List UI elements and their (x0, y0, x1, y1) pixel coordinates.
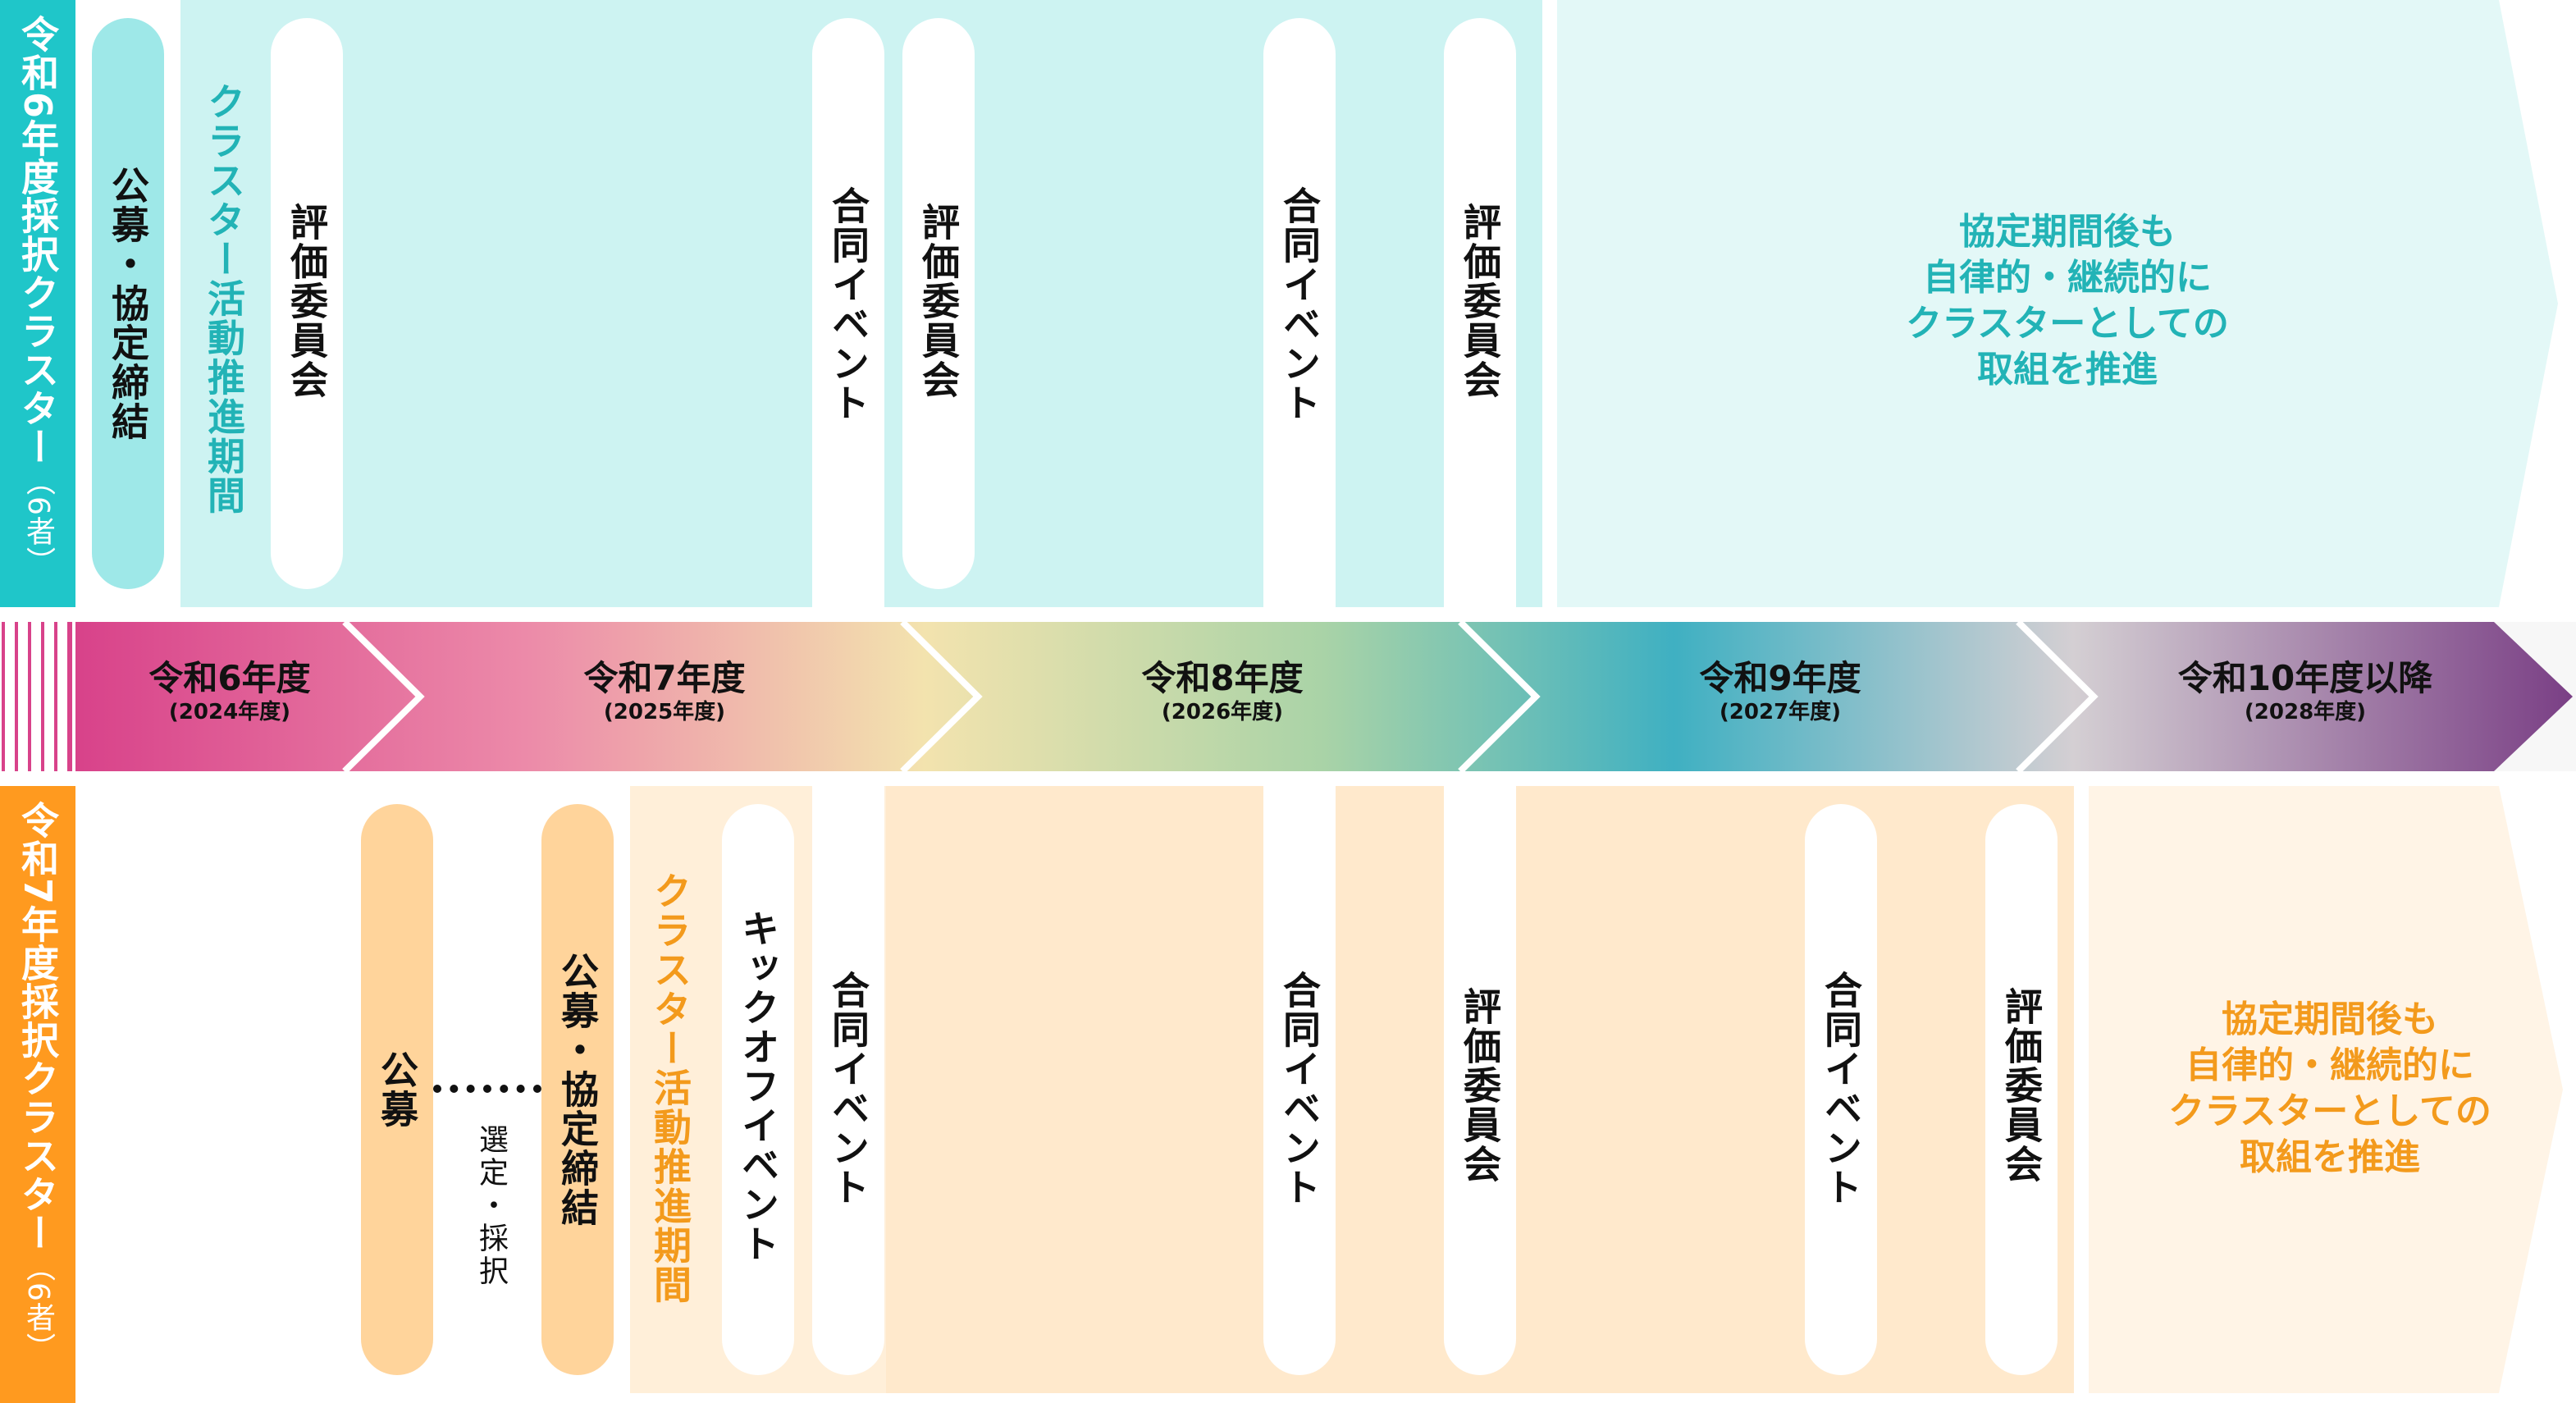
bottom-banner-count: （6者） (21, 1252, 55, 1363)
bottom-pill-application-agreement: 公募・協定締結 (541, 804, 614, 1375)
top-after-text: 協定期間後も 自律的・継続的に クラスターとしての 取組を推進 (1906, 211, 2229, 391)
year-2025: 令和7年度 (2025年度) (583, 658, 746, 724)
year-2028-onward: 令和10年度以降 (2028年度) (2177, 658, 2433, 724)
bottom-pill-application: 公募 (361, 804, 433, 1375)
bottom-cluster-banner: 令和7年度採択クラスター（6者） (0, 786, 75, 1403)
selection-label: 選定・採択 (474, 1124, 508, 1288)
bottom-pill-joint-event-1: 合同イベント (812, 786, 884, 1375)
bottom-pill-evaluation-committee-2: 評価委員会 (1985, 804, 2058, 1375)
top-pill-application-agreement: 公募・協定締結 (92, 18, 164, 589)
top-cluster-banner: 令和6年度採択クラスター（6者） (0, 0, 75, 607)
top-after-arrow (1557, 0, 2558, 607)
top-pill-evaluation-committee-3: 評価委員会 (1444, 18, 1516, 607)
top-pill-joint-event-1: 合同イベント (812, 18, 884, 607)
timeline-band (0, 622, 2576, 771)
top-pill-evaluation-committee-2: 評価委員会 (902, 18, 975, 589)
year-2027: 令和9年度 (2027年度) (1699, 658, 1861, 724)
bottom-after-text: 協定期間後も 自律的・継続的に クラスターとしての 取組を推進 (2168, 999, 2492, 1178)
year-2024: 令和6年度 (2024年度) (148, 658, 311, 724)
top-pill-evaluation-committee-1: 評価委員会 (271, 18, 343, 589)
top-banner-count: （6者） (21, 466, 55, 577)
year-2026: 令和8年度 (2026年度) (1141, 658, 1304, 724)
bottom-period-label: クラスター活動推進期間 (648, 871, 692, 1305)
bottom-banner-title: 令和7年度採択クラスター (16, 801, 60, 1253)
top-pill-joint-event-2: 合同イベント (1263, 18, 1336, 607)
bottom-pill-joint-event-2: 合同イベント (1263, 786, 1336, 1375)
bottom-pill-joint-event-3: 合同イベント (1805, 804, 1877, 1375)
selection-dotted-connector (433, 1085, 541, 1093)
bottom-after-arrow (2089, 786, 2563, 1393)
top-period-label: クラスター活動推進期間 (202, 82, 246, 515)
bottom-pill-kickoff-event: キックオフイベント (722, 804, 794, 1375)
top-banner-title: 令和6年度採択クラスター (16, 15, 60, 467)
bottom-pill-evaluation-committee-1: 評価委員会 (1444, 786, 1516, 1375)
